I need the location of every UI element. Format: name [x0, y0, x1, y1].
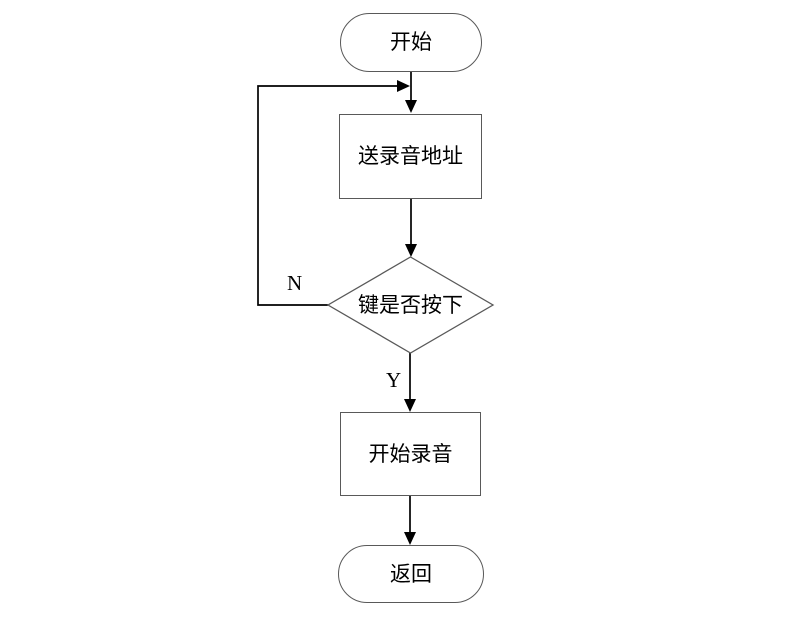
node-start-recording-label: 开始录音 [368, 441, 453, 466]
branch-label-yes: Y [386, 368, 402, 392]
node-start-label: 开始 [390, 30, 432, 54]
arrowhead-into-recording-box [404, 399, 416, 412]
node-decision-key-pressed: 键是否按下 [330, 293, 491, 317]
node-start-terminal: 开始 [340, 13, 482, 72]
arrowhead-into-decision [405, 244, 417, 257]
node-return-terminal: 返回 [338, 545, 484, 603]
arrowhead-into-return [404, 532, 416, 545]
node-send-record-address-label: 送录音地址 [358, 144, 463, 168]
node-return-label: 返回 [390, 561, 432, 586]
arrowhead-into-send-box [405, 100, 417, 113]
node-start-recording: 开始录音 [340, 412, 481, 496]
decision-diamond-shape [326, 256, 495, 354]
branch-label-no: N [287, 271, 303, 295]
arrowhead-loopback-join [397, 80, 410, 92]
node-decision-label: 键是否按下 [358, 292, 463, 317]
edge-no-loopback [257, 85, 397, 306]
node-send-record-address: 送录音地址 [339, 114, 482, 199]
